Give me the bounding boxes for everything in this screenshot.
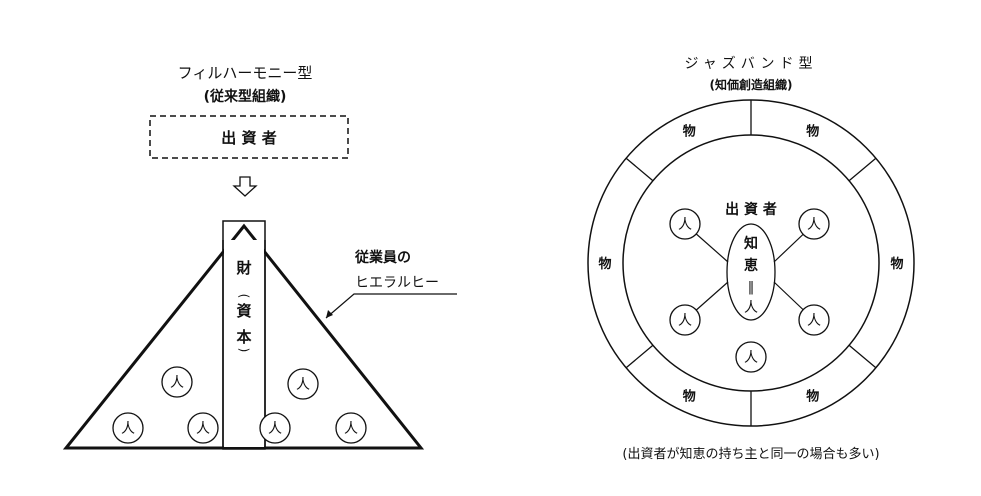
person-glyph: 人 xyxy=(744,350,758,366)
material-segment-label: 物 xyxy=(683,124,696,140)
person-node: 人 xyxy=(161,366,193,398)
person-circle xyxy=(735,341,767,373)
investor-center-label: 出 資 者 xyxy=(725,201,777,218)
person-circle xyxy=(798,208,830,240)
hierarchy-label: ヒエラルヒー xyxy=(355,275,439,291)
person-node: 人 xyxy=(669,304,701,336)
wisdom-ellipse xyxy=(726,223,776,321)
person-glyph: 人 xyxy=(678,217,692,233)
right-subtitle: (知価創造組織) xyxy=(710,77,793,92)
ring-divider xyxy=(625,344,654,369)
person-node: 人 xyxy=(735,341,767,373)
person-circle xyxy=(259,412,291,444)
person-circle xyxy=(112,412,144,444)
person-glyph: 人 xyxy=(268,421,282,437)
person-node: 人 xyxy=(798,304,830,336)
person-circle xyxy=(335,412,367,444)
person-glyph: 人 xyxy=(807,217,821,233)
left-title: フィルハーモニー型 xyxy=(178,64,313,82)
person-glyph: 人 xyxy=(678,313,692,329)
ring-divider xyxy=(848,157,877,182)
hierarchy-label: 従業員の xyxy=(354,249,411,266)
person-node: 人 xyxy=(112,412,144,444)
person-node: 人 xyxy=(669,208,701,240)
person-glyph: 人 xyxy=(196,421,210,437)
person-glyph: 人 xyxy=(344,421,358,437)
ellipse-char: 知 xyxy=(744,235,758,252)
pillar-char: 財 xyxy=(235,259,251,277)
hierarchy-triangle xyxy=(62,223,425,450)
person-glyph: 人 xyxy=(121,421,135,437)
person-circle xyxy=(287,368,319,400)
ellipse-char: 人 xyxy=(744,300,758,316)
material-segment-label: 物 xyxy=(890,256,903,272)
ellipse-char: 恵 xyxy=(744,257,758,274)
right-title: ジャズバンド型 xyxy=(685,56,818,72)
left-subtitle: (従来型組織) xyxy=(204,88,287,105)
pillar-char: 本 xyxy=(236,328,251,346)
material-segment-label: 物 xyxy=(806,124,819,140)
person-node: 人 xyxy=(798,208,830,240)
person-circle xyxy=(187,412,219,444)
material-segment-label: 物 xyxy=(806,388,819,404)
material-segment-label: 物 xyxy=(683,388,696,404)
pillar-char: ) xyxy=(237,348,251,353)
ring-divider xyxy=(848,344,877,369)
person-circle xyxy=(161,366,193,398)
person-node: 人 xyxy=(187,412,219,444)
investor-label: 出 資 者 xyxy=(221,129,276,147)
person-glyph: 人 xyxy=(170,375,184,391)
person-node: 人 xyxy=(287,368,319,400)
person-glyph: 人 xyxy=(807,313,821,329)
pillar-mask xyxy=(224,240,264,447)
ellipse-char: ‖ xyxy=(748,280,755,295)
caption: (出資者が知恵の持ち主と同一の場合も多い) xyxy=(622,446,879,462)
pillar-char: ( xyxy=(237,294,251,299)
ring-divider xyxy=(625,157,654,182)
person-node: 人 xyxy=(335,412,367,444)
person-circle xyxy=(669,304,701,336)
person-circle xyxy=(798,304,830,336)
person-node: 人 xyxy=(259,412,291,444)
hierarchy-pointer-line xyxy=(325,293,457,319)
down-arrow-icon xyxy=(232,176,258,197)
pillar-char: 資 xyxy=(236,302,251,320)
person-glyph: 人 xyxy=(296,377,310,393)
pointer-arrowhead-icon xyxy=(326,310,333,318)
person-circle xyxy=(669,208,701,240)
material-segment-label: 物 xyxy=(598,256,611,272)
